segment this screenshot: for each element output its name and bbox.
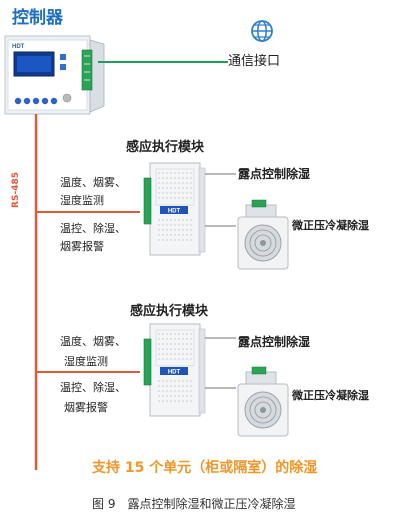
module-brand-2: HDT: [168, 370, 181, 376]
rs485-label: RS-485: [11, 172, 21, 208]
output-positive-pressure-1: 微正压冷凝除湿: [292, 219, 369, 232]
ctrl-label-2b: 烟雾报警: [64, 401, 108, 414]
sense-label-1b: 湿度监测: [60, 194, 104, 207]
condensation-dehumidifier-1: [237, 199, 289, 270]
sense-label-2b: 湿度监测: [64, 355, 108, 368]
output-dewpoint-1: 露点控制除湿: [238, 167, 311, 181]
sensing-module-1: HDT: [143, 162, 206, 256]
sense-label-1a: 温度、烟雾、: [60, 176, 126, 189]
controller-button: [14, 97, 22, 105]
condensation-dehumidifier-2: [237, 366, 289, 437]
ctrl-label-2a: 温控、除湿、: [60, 381, 126, 394]
module-title-2: 感应执行模块: [130, 304, 209, 319]
sense-label-2a: 温度、烟雾、: [60, 335, 126, 348]
output-positive-pressure-2: 微正压冷凝除湿: [292, 389, 369, 402]
ctrl-label-1b: 烟雾报警: [60, 240, 104, 253]
support-note: 支持 15 个单元（柜或隔室）的除湿: [92, 460, 318, 476]
controller-button: [23, 97, 31, 105]
controller-title: 控制器: [12, 8, 63, 28]
ctrl-label-1a: 温控、除湿、: [60, 222, 126, 235]
controller-brand-logo: HDT: [12, 44, 25, 50]
controller-terminal: [81, 49, 93, 91]
globe-icon: [251, 20, 273, 42]
controller-button: [32, 97, 40, 105]
figure-caption: 图 9 露点控制除湿和微正压冷凝除湿: [92, 497, 296, 511]
module-brand-1: HDT: [168, 209, 181, 215]
controller-button: [41, 97, 49, 105]
network-label: 通信接口: [228, 54, 281, 69]
output-dewpoint-2: 露点控制除湿: [238, 335, 311, 349]
module-title-1: 感应执行模块: [126, 140, 205, 155]
sensing-module-2: HDT: [143, 323, 206, 417]
controller-device: HDT: [4, 35, 105, 115]
controller-button: [50, 97, 58, 105]
